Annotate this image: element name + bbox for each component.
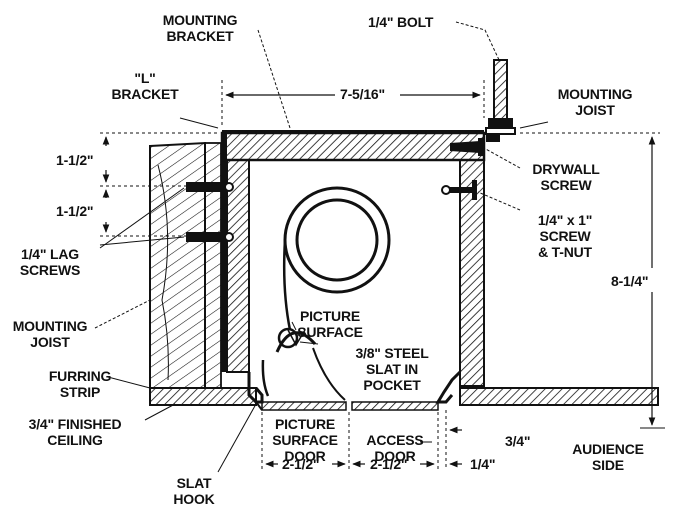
ceiling-left	[149, 387, 257, 406]
left-door-lip	[247, 372, 264, 404]
housing-top	[220, 131, 486, 162]
label-dim-1-1-2-a: 1-1/2"	[56, 152, 94, 168]
drywall-screw-shape	[450, 138, 484, 156]
label-dim-1-1-2-b: 1-1/2"	[56, 203, 94, 219]
dim-width-top	[221, 80, 485, 128]
screw-tnut-shape	[441, 180, 477, 200]
label-dim-1-4: 1/4"	[470, 456, 496, 472]
label-bolt: 1/4" BOLT	[368, 14, 434, 30]
screen-roller	[283, 186, 391, 294]
furring-strip-shape	[204, 142, 222, 389]
dim-bottom	[261, 410, 462, 470]
label-dim-3-4: 3/4"	[505, 433, 531, 449]
ceiling-right	[459, 387, 659, 406]
bolt-shape	[485, 59, 516, 142]
mounting-joist-left-shape	[149, 141, 206, 389]
right-door-lip	[435, 370, 462, 404]
label-l-bracket: "L"BRACKET	[111, 70, 179, 102]
label-width-top: 7-5/16"	[340, 86, 385, 102]
mounting-bracket-shape	[222, 130, 484, 134]
dim-height	[520, 132, 665, 429]
label-dim-2-1-2-a: 2-1/2"	[282, 456, 320, 472]
picture-surface-door-shape	[261, 401, 347, 411]
lag-screw-top	[186, 182, 234, 192]
picture-surface-shape	[282, 239, 292, 331]
leader-lines	[94, 21, 549, 473]
label-height: 8-1/4"	[611, 273, 649, 289]
housing-right-wall	[459, 159, 485, 387]
dim-1-1-2-left	[100, 132, 220, 237]
label-dim-2-1-2-b: 2-1/2"	[370, 456, 408, 472]
lag-screw-bottom	[186, 232, 234, 242]
steel-slat-shape	[261, 327, 346, 401]
label-screw-tnut: 1/4" x 1"SCREW& T-NUT	[537, 212, 593, 260]
access-door-shape	[351, 401, 439, 411]
l-bracket-shape	[221, 133, 227, 372]
housing-left-wall	[226, 159, 250, 373]
